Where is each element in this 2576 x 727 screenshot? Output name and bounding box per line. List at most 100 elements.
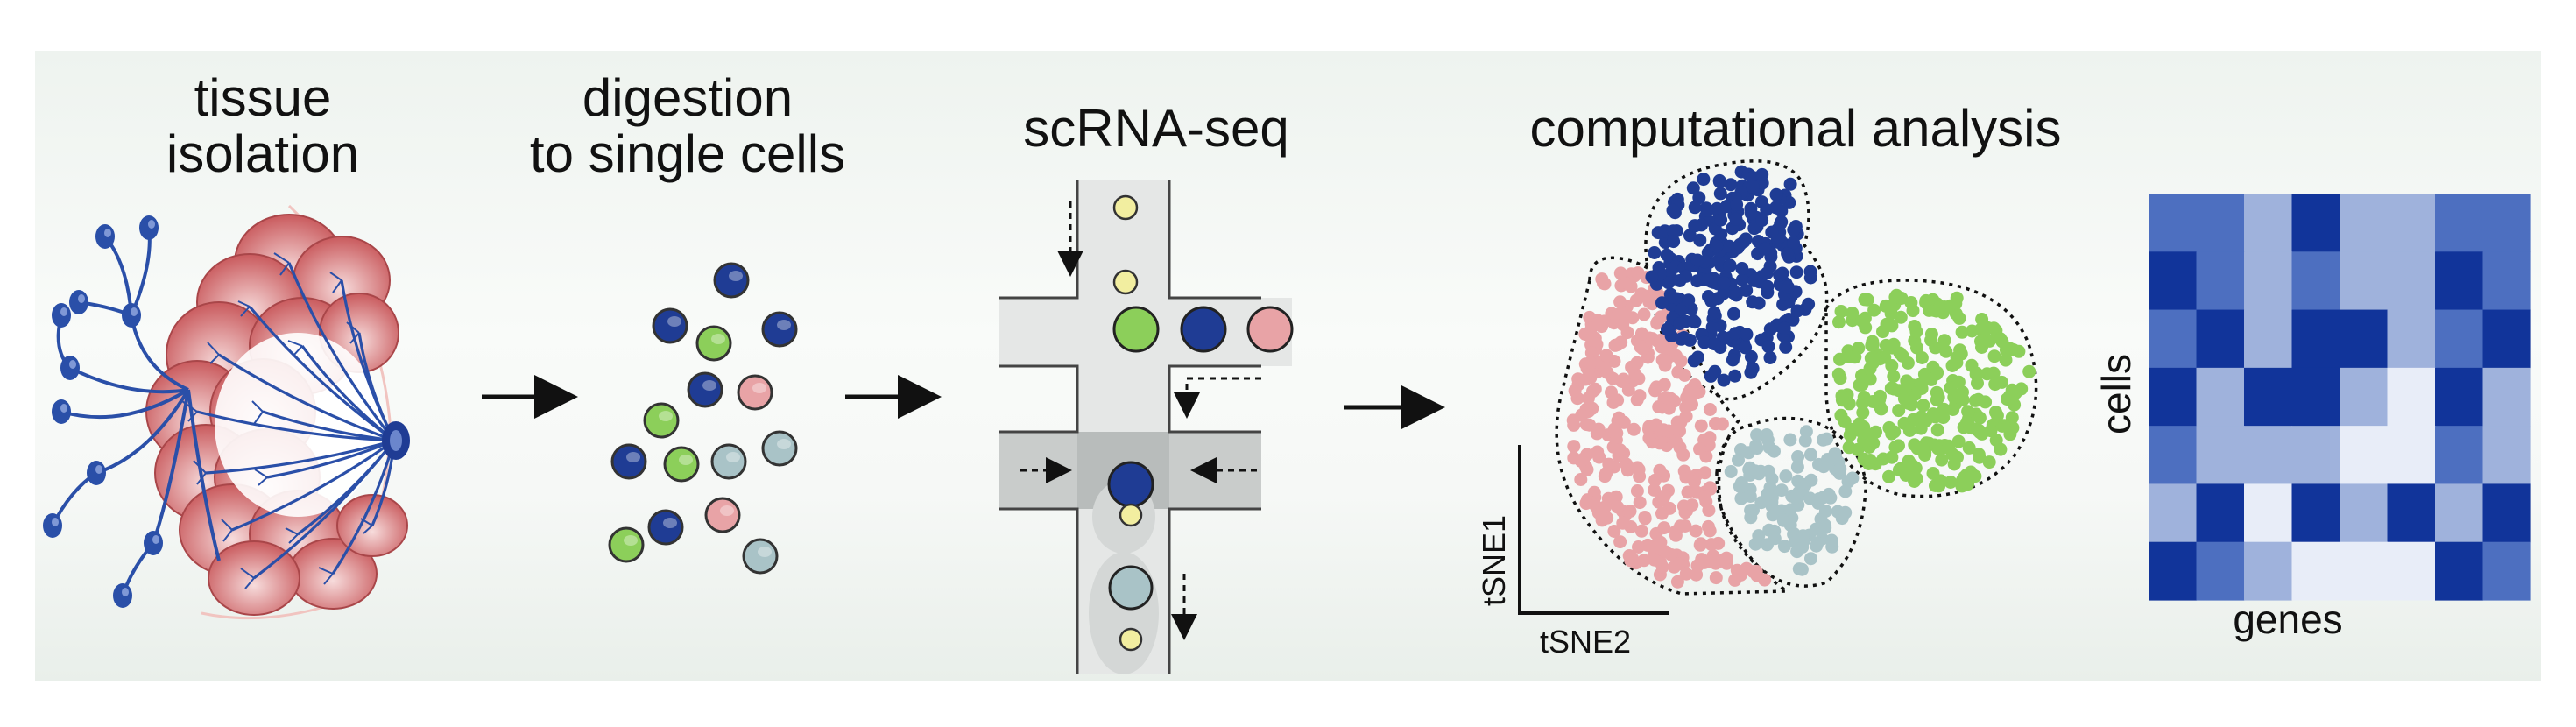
tsne-point-green — [1863, 372, 1877, 386]
cell-highlight — [758, 547, 772, 557]
tsne-point-grayblue — [1724, 465, 1738, 478]
heatmap-cell — [2196, 426, 2245, 485]
tsne-point-pink — [1693, 442, 1706, 456]
tsne-point-green — [1915, 351, 1929, 364]
tsne-point-green — [1990, 408, 2004, 422]
tsne-point-pink — [1633, 389, 1647, 403]
tsne-point-green — [1944, 476, 1958, 489]
lymph-node — [52, 399, 71, 424]
tsne-point-pink — [1584, 371, 1598, 385]
tsne-point-grayblue — [1792, 485, 1806, 499]
single-cell-darkblue — [652, 307, 688, 344]
tsne-point-darkblue — [1729, 212, 1743, 226]
lymph-node-highlight — [148, 220, 155, 229]
single-cell-green — [643, 402, 680, 439]
tsne-point-green — [1846, 307, 1860, 320]
tsne-point-pink — [1581, 392, 1595, 406]
heatmap-cell — [2482, 541, 2531, 601]
tsne-point-pink — [1624, 279, 1638, 293]
tsne-point-grayblue — [1838, 505, 1853, 519]
tsne-point-pink — [1678, 519, 1692, 533]
tsne-point-pink — [1632, 462, 1646, 476]
cell-highlight — [626, 452, 640, 462]
tsne-point-pink — [1607, 525, 1621, 538]
tsne-point-pink — [1730, 563, 1744, 577]
tsne-point-darkblue — [1717, 286, 1731, 300]
step-label-line: scRNA-seq — [1023, 99, 1289, 158]
bead-in-droplet — [1119, 503, 1143, 527]
heatmap-cell — [2291, 194, 2340, 252]
tsne-point-green — [1834, 305, 1848, 318]
tsne-point-pink — [1613, 443, 1627, 457]
tsne-point-green — [1851, 442, 1865, 456]
tsne-point-pink — [1689, 386, 1703, 400]
channel-walls — [999, 180, 1261, 674]
tsne-points — [1566, 165, 2036, 589]
tsne-point-pink — [1704, 554, 1718, 568]
tsne-point-darkblue — [1789, 265, 1803, 279]
tsne-point-darkblue — [1744, 207, 1758, 221]
tsne-point-green — [1980, 367, 1994, 381]
microfluidic-chip — [999, 180, 1294, 674]
tsne-point-green — [1866, 395, 1880, 408]
tsne-point-grayblue — [1792, 562, 1806, 576]
tsne-point-pink — [1638, 511, 1652, 524]
tsne-point-green — [1987, 349, 2001, 364]
tsne-point-darkblue — [1690, 253, 1704, 267]
tsne-point-green — [1953, 343, 1967, 357]
tsne-point-pink — [1626, 551, 1639, 565]
tsne-point-pink — [1616, 318, 1630, 331]
tsne-point-darkblue — [1773, 268, 1787, 282]
single-cell-green — [608, 526, 645, 563]
tsne-point-green — [1916, 399, 1930, 413]
tsne-point-green — [1999, 353, 2013, 367]
tsne-point-green — [1884, 381, 1898, 395]
tsne-point-pink — [1634, 327, 1648, 341]
tsne-point-darkblue — [1739, 341, 1753, 355]
tsne-point-green — [1880, 317, 1894, 331]
tsne-point-green — [1853, 417, 1867, 431]
tsne-point-green — [1952, 311, 1966, 325]
tsne-point-grayblue — [1750, 441, 1764, 455]
tsne-point-green — [1878, 350, 1892, 364]
tsne-point-green — [1982, 334, 1996, 348]
tsne-point-darkblue — [1728, 369, 1742, 383]
tsne-point-darkblue — [1787, 236, 1800, 250]
cell-highlight — [720, 505, 734, 516]
tsne-point-darkblue — [1717, 373, 1731, 387]
duct — [262, 410, 395, 442]
tsne-point-darkblue — [1673, 317, 1687, 331]
bead-in-droplet — [1119, 627, 1143, 652]
tsne-point-pink — [1637, 554, 1651, 568]
single-cell-darkblue — [713, 262, 750, 299]
heatmap-cell — [2482, 309, 2531, 369]
tsne-point-darkblue — [1707, 337, 1721, 351]
tsne-point-green — [1863, 454, 1877, 467]
tsne-point-green — [2005, 383, 2019, 397]
tsne-point-darkblue — [1781, 280, 1795, 294]
tsne-point-darkblue — [1687, 314, 1700, 328]
tsne-point-pink — [1613, 266, 1627, 280]
lymph-node-highlight — [95, 465, 102, 474]
tsne-point-pink — [1653, 463, 1667, 477]
tsne-point-grayblue — [1804, 552, 1817, 566]
tsne-point-pink — [1674, 354, 1688, 368]
step-label-digestion: digestion to single cells — [490, 70, 885, 182]
tsne-point-pink — [1694, 419, 1708, 433]
duct-branch — [221, 519, 233, 542]
single-cell-darkblue — [761, 311, 798, 348]
tsne-point-pink — [1709, 571, 1723, 585]
lymph-vessel — [152, 389, 190, 544]
duct-branch — [285, 527, 299, 544]
lymph-node — [113, 583, 132, 608]
tsne-point-green — [1866, 335, 1880, 349]
tsne-point-pink — [1659, 391, 1673, 405]
heatmap-cell — [2482, 367, 2531, 427]
heatmap-cell — [2196, 483, 2245, 543]
tsne-point-darkblue — [1761, 340, 1775, 354]
tsne-point-grayblue — [1838, 484, 1853, 498]
heatmap-cell — [2340, 251, 2389, 311]
heatmap-cell — [2291, 309, 2340, 369]
tsne-point-pink — [1611, 500, 1625, 514]
